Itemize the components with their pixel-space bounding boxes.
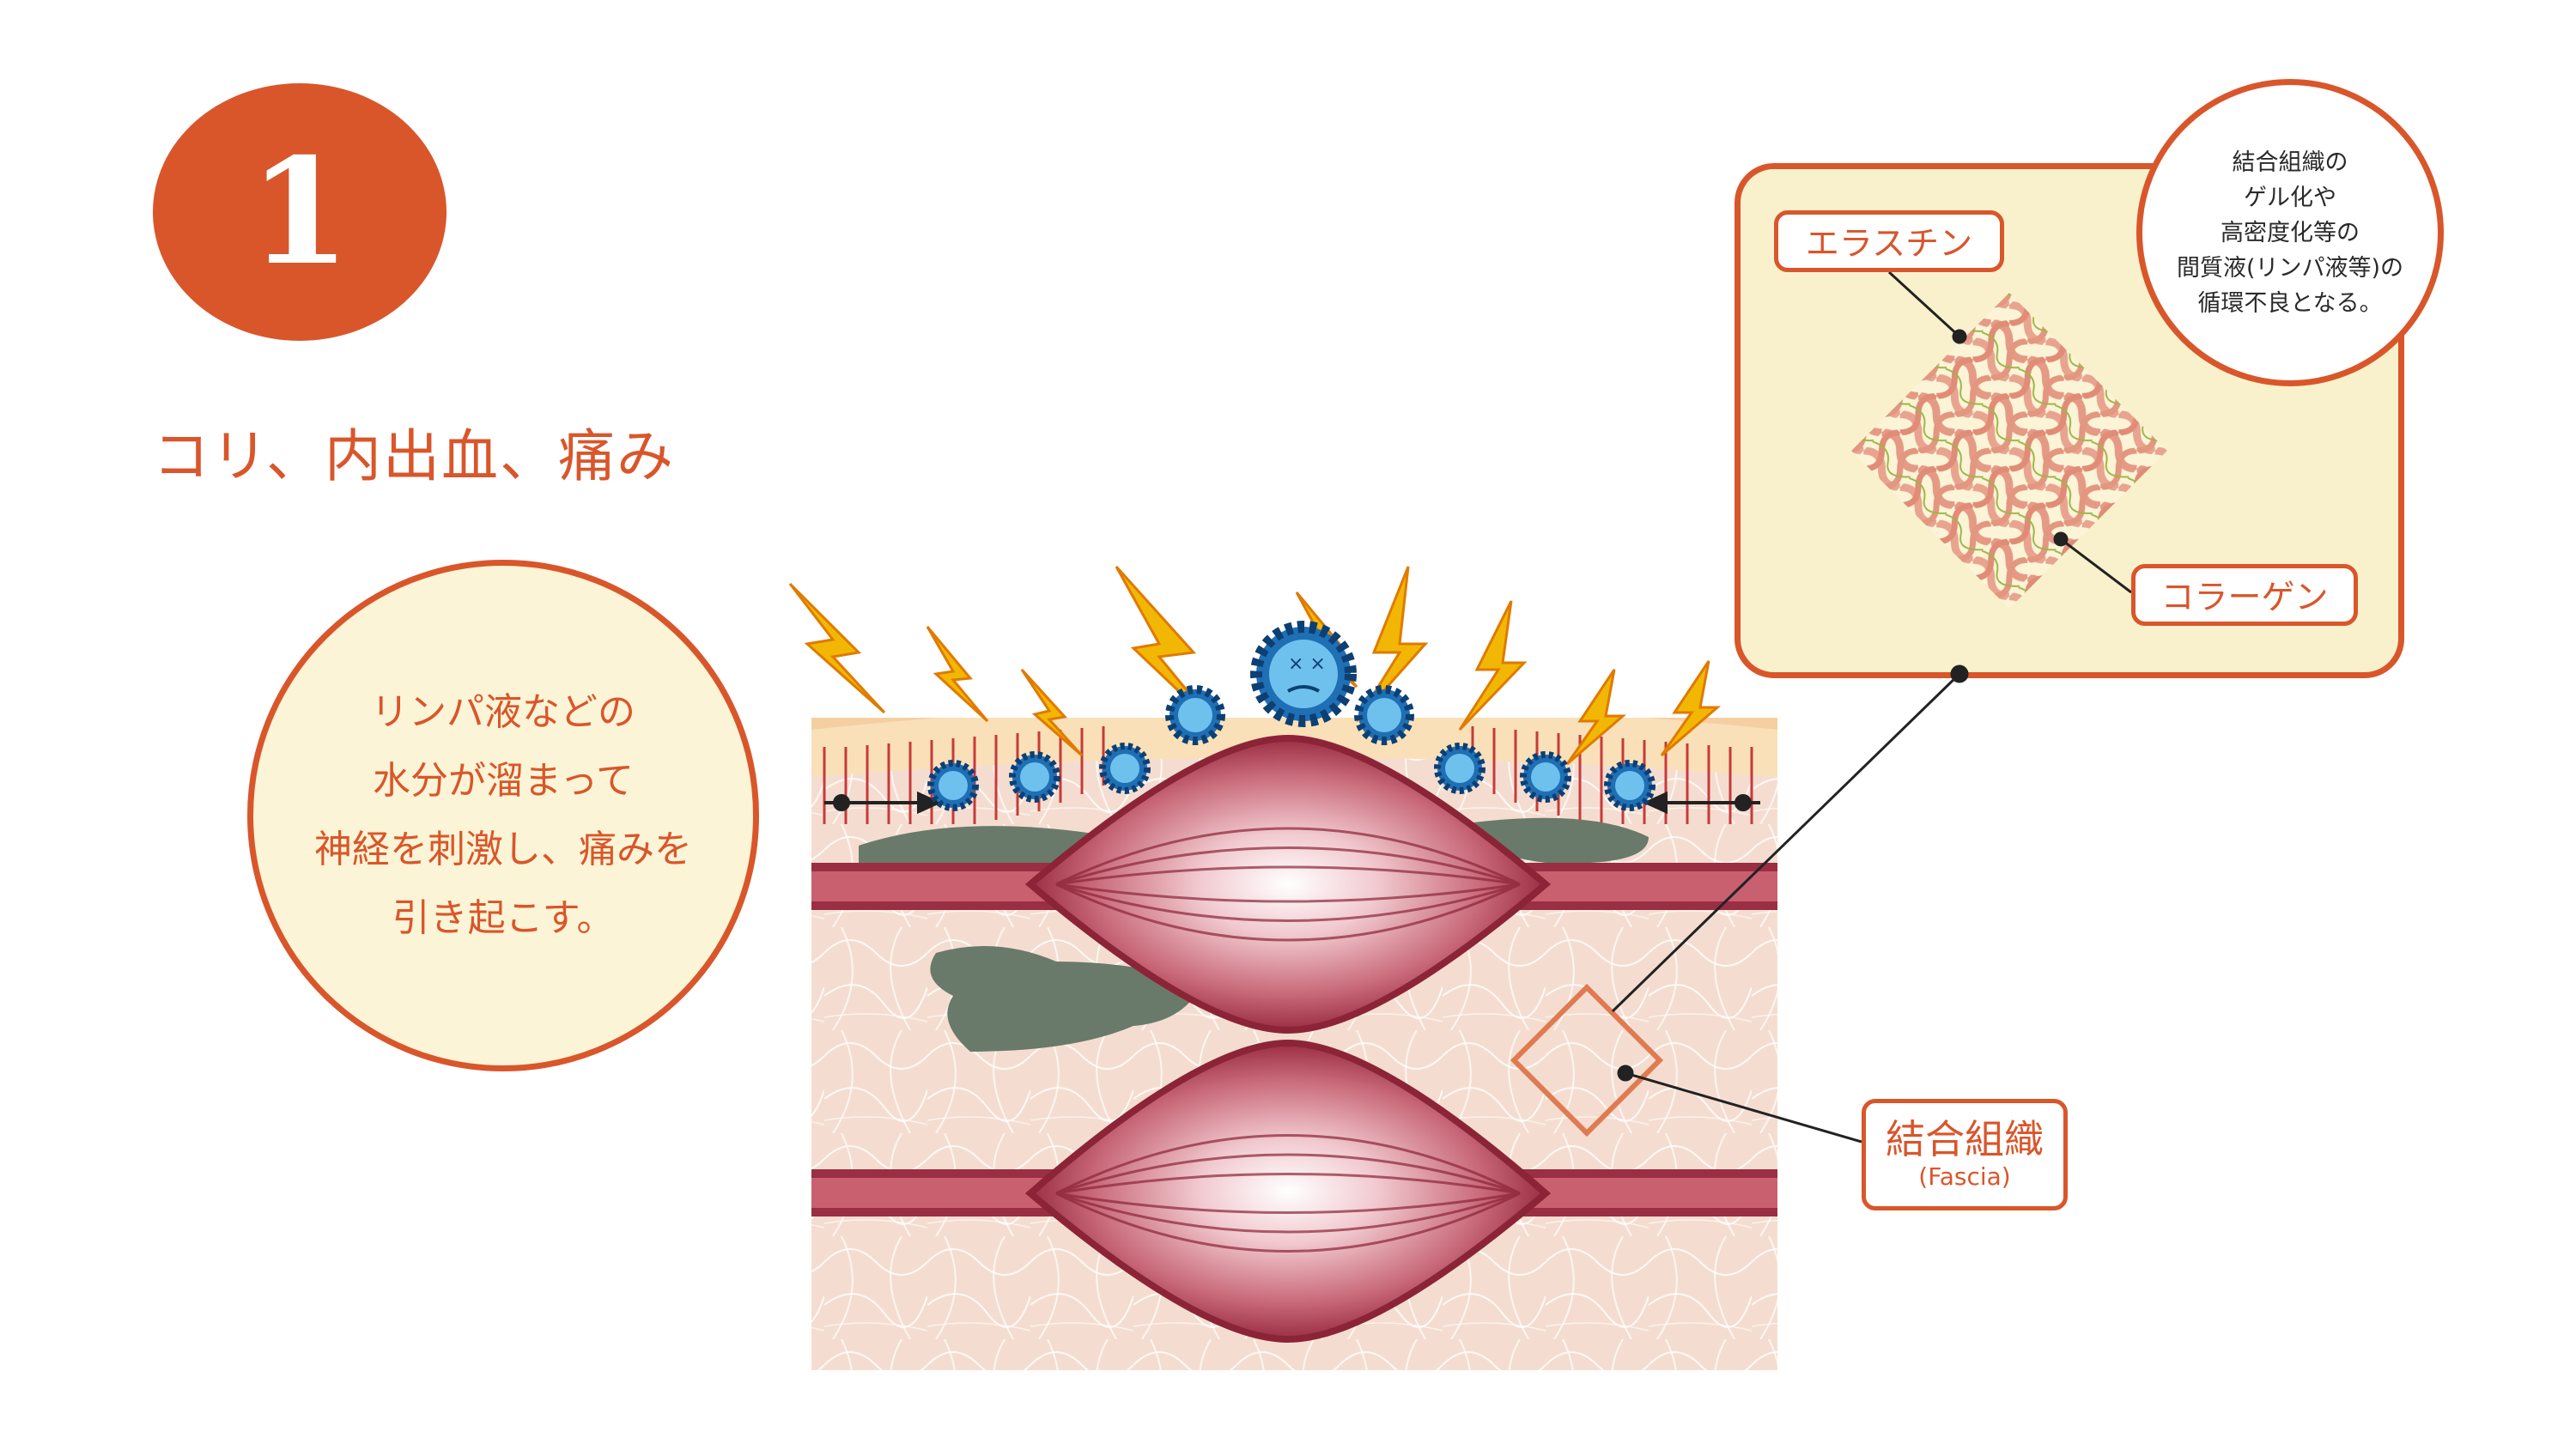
page-title: コリ、内出血、痛み: [153, 423, 676, 489]
bacteria-icon: × ×: [1250, 621, 1357, 727]
bacteria-icon: [1354, 685, 1414, 745]
bacteria-icon: [1604, 760, 1656, 811]
fascia-label-jp: 結合組織: [1886, 1116, 2044, 1162]
explanation-bubble: リンパ液などの 水分が溜まって 神経を刺激し、痛みを 引き起こす。: [247, 560, 759, 1071]
note-line: 間質液(リンパ液等)の: [2176, 254, 2404, 282]
note-line: 循環不良となる。: [2197, 289, 2383, 317]
tissue-block: [811, 718, 1777, 1370]
bacteria-icon: [927, 760, 979, 811]
muscle-lower: [811, 1039, 1777, 1344]
explanation-line: 引き起こす。: [392, 896, 615, 940]
bacteria-icon: [1165, 685, 1225, 745]
fascia-label-en: (Fascia): [1918, 1162, 2011, 1191]
muscle-upper: [811, 734, 1777, 1034]
svg-text:× ×: × ×: [1288, 653, 1326, 675]
lightning-icon: [788, 565, 1722, 766]
collagen-label: コラーゲン: [2131, 564, 2358, 626]
bruise: [930, 946, 1202, 1052]
zoom-note-bubble: 結合組織の ゲル化や 高密度化等の 間質液(リンパ液等)の 循環不良となる。: [2136, 79, 2444, 386]
bacteria-group: × ×: [927, 621, 1656, 811]
fascia-marker: [1510, 983, 1664, 1138]
arrow-icon: [1643, 791, 1760, 815]
explanation-line: 神経を刺激し、痛みを: [314, 828, 692, 871]
nerve-lines: [823, 726, 1753, 824]
bacteria-icon: [1099, 743, 1151, 794]
bacteria-icon: [1009, 751, 1060, 803]
note-line: 高密度化等の: [2221, 219, 2360, 246]
arrow-icon: [824, 791, 942, 815]
explanation-line: 水分が溜まって: [372, 759, 635, 803]
leader-lines: [1611, 270, 2132, 1144]
explanation-line: リンパ液などの: [371, 690, 635, 734]
collagen-mesh: [1851, 293, 2167, 609]
step-number-badge: 1: [153, 83, 447, 341]
note-line: ゲル化や: [2244, 184, 2336, 211]
fascia-label: 結合組織 (Fascia): [1862, 1099, 2068, 1210]
bacteria-icon: [1520, 751, 1571, 803]
step-number: 1: [248, 126, 351, 298]
note-line: 結合組織の: [2232, 149, 2348, 176]
elastin-label: エラスチン: [1774, 210, 2004, 272]
bacteria-icon: [1434, 743, 1485, 794]
